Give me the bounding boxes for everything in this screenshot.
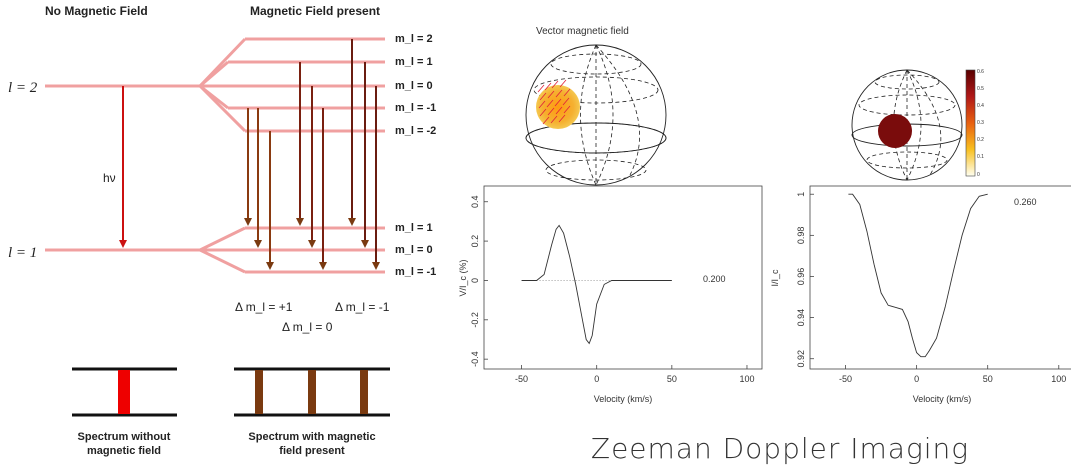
x-tick-label: 0 [594, 374, 599, 384]
y-axis-label: I/I_c [770, 269, 780, 287]
vector-field-title: Vector magnetic field [536, 26, 629, 37]
zdi-panel: Vector magnetic field [458, 26, 1071, 465]
colorbar-tick: 0.4 [977, 103, 984, 109]
spectral-line [360, 370, 368, 414]
y-tick-label: 1 [796, 192, 806, 197]
x-tick-label: 100 [739, 374, 754, 384]
dark-spot [878, 114, 912, 148]
spectral-line [255, 370, 263, 414]
plot-frame [809, 185, 1071, 370]
orange-spot [536, 85, 580, 129]
vector-field-sphere [525, 44, 667, 186]
field-vectors [537, 79, 571, 125]
delta-zero-label: Δ m_l = 0 [282, 320, 333, 334]
spectral-line [118, 370, 130, 414]
y-tick-label: 0.2 [470, 235, 480, 248]
x-tick-label: 0 [914, 374, 919, 384]
ml-label: m_l = 0 [395, 80, 433, 92]
header-no-field: No Magnetic Field [45, 4, 148, 18]
upper-level-lines [45, 37, 385, 133]
lower-level-lines [45, 226, 385, 274]
x-tick-label: -50 [839, 374, 852, 384]
stokes-v-chart: -50 0 50 100 0.4 0.2 0 -0.2 -0.4 Velocity (km/s)… [458, 185, 763, 404]
series-line [521, 224, 672, 345]
x-tick-label: -50 [515, 374, 528, 384]
y-tick-label: -0.4 [470, 351, 480, 367]
y-tick-label: 0.94 [796, 309, 806, 327]
spectral-line [308, 370, 316, 414]
spectrum-with-field: Spectrum with magnetic field present [234, 367, 390, 457]
ml-label: m_l = 2 [395, 33, 433, 45]
y-tick-label: 0.92 [796, 350, 806, 368]
plot-frame [483, 185, 763, 370]
x-tick-label: 50 [667, 374, 677, 384]
colorbar-tick: 0 [977, 172, 980, 178]
y-tick-label: 0.96 [796, 268, 806, 286]
x-tick-label: 100 [1051, 374, 1066, 384]
ml-label: m_l = -2 [395, 125, 436, 137]
ml-label: m_l = -1 [395, 102, 436, 114]
ml-label: m_l = 0 [395, 244, 433, 256]
energy-level-diagram: No Magnetic Field Magnetic Field present… [8, 4, 436, 457]
y-tick-label: 0.4 [470, 195, 480, 208]
colorbar-tick: 0.3 [977, 120, 984, 126]
ml-label: m_l = 1 [395, 56, 433, 68]
delta-minus-label: Δ m_l = -1 [335, 300, 390, 314]
x-axis-label: Velocity (km/s) [594, 394, 653, 404]
ml-label: m_l = -1 [395, 266, 436, 278]
level-upper-label: l = 2 [8, 80, 38, 96]
chart-annotation: 0.260 [1014, 197, 1037, 207]
colorbar: 0.6 0.5 0.4 0.3 0.2 0.1 0 [965, 69, 984, 178]
colorbar-tick: 0.5 [977, 86, 984, 92]
colorbar-tick: 0.1 [977, 154, 984, 160]
y-tick-label: 0 [470, 278, 480, 283]
spectrum-with-caption: Spectrum with magnetic [248, 431, 375, 443]
y-axis-label: V/I_c (%) [458, 259, 468, 296]
ml-label: m_l = 1 [395, 222, 433, 234]
chart-annotation: 0.200 [703, 274, 726, 284]
colorbar-tick: 0.2 [977, 137, 984, 143]
delta-plus-label: Δ m_l = +1 [235, 300, 293, 314]
y-tick-label: 0.98 [796, 227, 806, 245]
spectrum-with-caption: field present [279, 445, 345, 457]
stokes-i-chart: -50 0 50 100 1 0.98 0.96 0.94 0.92 Velocity (km/… [770, 185, 1071, 404]
header-field-present: Magnetic Field present [250, 4, 380, 18]
footer-title: Zeeman Doppler Imaging [591, 432, 969, 465]
colorbar-tick: 0.6 [977, 69, 984, 75]
transition-arrows [244, 39, 380, 270]
x-tick-label: 50 [983, 374, 993, 384]
spectrum-without-field: Spectrum without magnetic field [72, 367, 177, 457]
series-line [848, 193, 988, 358]
ml-upper-labels: m_l = 2 m_l = 1 m_l = 0 m_l = -1 m_l = -… [395, 33, 436, 137]
spectrum-without-caption: magnetic field [87, 445, 161, 457]
y-tick-label: -0.2 [470, 312, 480, 328]
ml-lower-labels: m_l = 1 m_l = 0 m_l = -1 [395, 222, 436, 278]
level-lower-label: l = 1 [8, 245, 37, 261]
brightness-sphere [851, 69, 963, 181]
photon-label: hν [103, 171, 116, 185]
spectrum-without-caption: Spectrum without [78, 431, 171, 443]
x-axis-label: Velocity (km/s) [913, 394, 972, 404]
